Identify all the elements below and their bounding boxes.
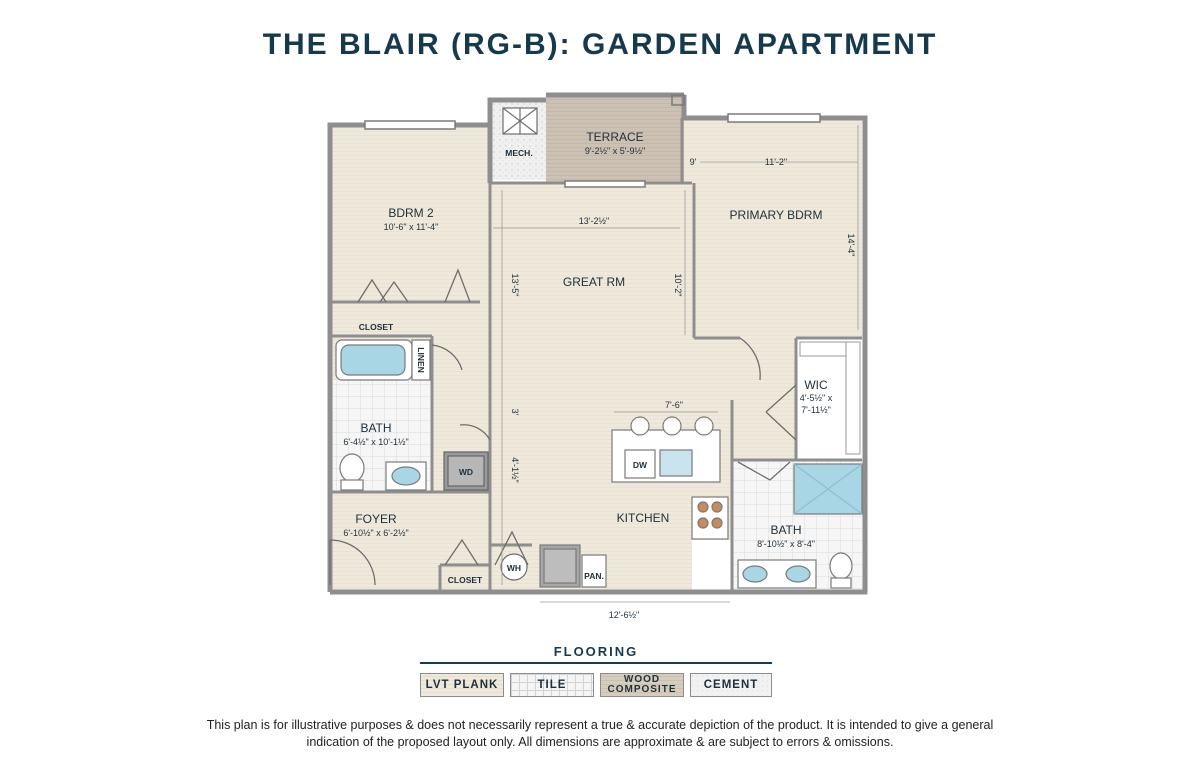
wic-shelving <box>799 341 861 455</box>
closet-bdrm2-label: CLOSET <box>359 322 394 332</box>
linen-label: LINEN <box>416 347 426 373</box>
dim-great-depth2: 10'-2" <box>673 274 683 297</box>
flooring-legend: LVT PLANK TILE WOOD COMPOSITE CEMENT <box>420 673 772 699</box>
terrace-label: TERRACE <box>586 130 643 144</box>
kitchen-fixtures <box>539 416 729 588</box>
kitchen-label: KITCHEN <box>617 511 670 525</box>
legend-wood-label-2: COMPOSITE <box>607 684 677 695</box>
dim-kitchen-width: 12'-6½" <box>609 610 639 620</box>
dim-great-3: 3' <box>510 409 520 416</box>
wic-label: WIC <box>804 378 828 392</box>
foyer-label: FOYER <box>355 512 397 526</box>
flooring-title: FLOORING <box>553 644 639 659</box>
bath1-label: BATH <box>360 421 391 435</box>
legend-tile: TILE <box>510 673 594 697</box>
dw-label: DW <box>633 460 648 470</box>
foyer-dim: 6'-10½" x 6'-2½" <box>343 528 408 538</box>
wic-dim-2: 7'-11½" <box>801 405 831 415</box>
page-title: THE BLAIR (RG-B): GARDEN APARTMENT <box>262 28 938 61</box>
legend-cement: CEMENT <box>690 673 772 697</box>
dim-great-depth: 13'-5" <box>510 274 520 297</box>
terrace-dim: 9'-2½" x 5'-9½" <box>585 146 645 156</box>
bath1-dim: 6'-4½" x 10'-1½" <box>343 437 408 447</box>
bdrm2-dim: 10'-6" x 11'-4" <box>384 222 439 232</box>
great-rm-label: GREAT RM <box>563 275 625 289</box>
legend-lvt-plank: LVT PLANK <box>420 673 504 697</box>
water-heater <box>500 553 528 581</box>
primary-bdrm-label: PRIMARY BDRM <box>730 208 823 222</box>
dim-primary-depth: 14'-4" <box>846 234 856 257</box>
bath2-dim: 8'-10½" x 8'-4" <box>757 539 815 549</box>
dimension-labels: 13'-2½" 13'-5" 10'-2" 3' 4'-1½" 9' 11'-2… <box>510 157 856 620</box>
pan-label: PAN. <box>584 571 604 581</box>
closet-foyer-label: CLOSET <box>448 575 483 585</box>
legend-tile-label: TILE <box>537 679 567 691</box>
floor-plan: TERRACE 9'-2½" x 5'-9½" MECH. BDRM 2 10'… <box>327 92 868 620</box>
windows <box>364 94 821 188</box>
mech-unit <box>502 107 538 135</box>
flooring-divider <box>420 662 772 664</box>
legend-lvt-label: LVT PLANK <box>425 679 499 691</box>
bath1-fixtures <box>335 339 431 491</box>
interior-walls <box>330 118 862 592</box>
wic-dim-1: 4'-5½" x <box>800 393 833 403</box>
room-labels: TERRACE 9'-2½" x 5'-9½" MECH. BDRM 2 10'… <box>343 130 832 585</box>
disclaimer-line-2: indication of the proposed layout only. … <box>306 735 894 749</box>
door-swings <box>329 268 797 586</box>
dim-primary-9: 9' <box>690 157 697 167</box>
bath2-label: BATH <box>770 523 801 537</box>
legend-wood-label-1: WOOD <box>623 674 661 685</box>
dimension-lines <box>493 125 859 603</box>
washer-dryer <box>443 451 489 491</box>
wh-label: WH <box>507 563 521 573</box>
dim-kitchen-island: 7'-6" <box>665 400 683 410</box>
legend-wood-composite: WOOD COMPOSITE <box>600 673 684 697</box>
dim-great-4: 4'-1½" <box>510 457 520 482</box>
disclaimer-line-1: This plan is for illustrative purposes &… <box>206 718 994 732</box>
bdrm2-label: BDRM 2 <box>388 206 434 220</box>
disclaimer: This plan is for illustrative purposes &… <box>150 717 1050 751</box>
bath2-fixtures <box>737 463 863 589</box>
dim-primary-width: 11'-2" <box>765 157 787 167</box>
legend-cement-label: CEMENT <box>703 679 759 691</box>
mech-label: MECH. <box>505 148 532 158</box>
wd-label: WD <box>459 467 473 477</box>
terrace-floor <box>546 95 684 183</box>
dim-great-width: 13'-2½" <box>579 216 609 226</box>
